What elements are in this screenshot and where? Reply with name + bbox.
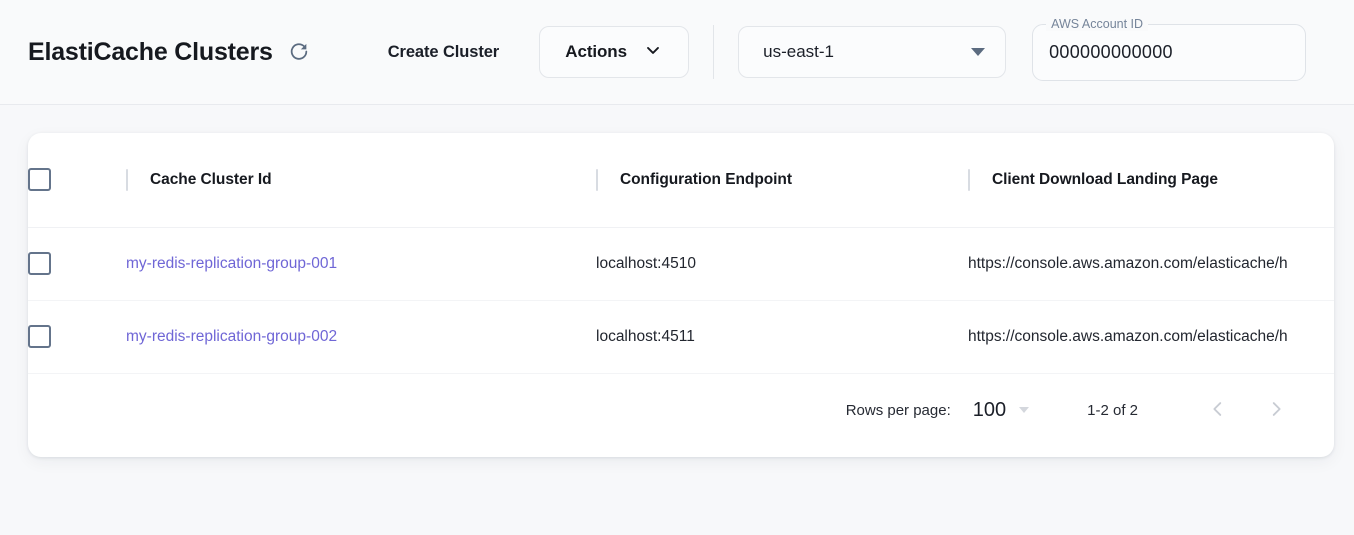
clusters-table-card: Cache Cluster Id Configuration Endpoint … <box>28 133 1334 457</box>
region-select-value: us-east-1 <box>763 42 834 61</box>
refresh-button[interactable] <box>282 35 316 69</box>
caret-down-icon <box>1019 407 1030 413</box>
table-body: my-redis-replication-group-001 localhost… <box>28 227 1334 374</box>
rows-per-page-value: 100 <box>972 398 1007 421</box>
next-page-button[interactable] <box>1254 388 1298 432</box>
toolbar-divider <box>713 25 715 79</box>
caret-down-icon <box>971 48 986 56</box>
actions-button-label: Actions <box>565 42 627 61</box>
table-header-row: Cache Cluster Id Configuration Endpoint … <box>28 133 1334 228</box>
cell-cluster-id: my-redis-replication-group-001 <box>126 227 596 301</box>
column-header-endpoint[interactable]: Configuration Endpoint <box>596 133 968 228</box>
cell-landing-page: https://console.aws.amazon.com/elasticac… <box>968 227 1334 301</box>
chevron-left-icon <box>1207 398 1229 423</box>
aws-account-id-value: 000000000000 <box>1049 41 1173 62</box>
landing-page-value: https://console.aws.amazon.com/elasticac… <box>968 327 1288 345</box>
actions-button[interactable]: Actions <box>539 26 690 78</box>
aws-account-id-field[interactable]: AWS Account ID 000000000000 <box>1032 16 1307 81</box>
table-row[interactable]: my-redis-replication-group-002 localhost… <box>28 300 1334 374</box>
cell-landing-page: https://console.aws.amazon.com/elasticac… <box>968 300 1334 374</box>
cluster-id-link[interactable]: my-redis-replication-group-001 <box>126 254 338 272</box>
table-header: Cache Cluster Id Configuration Endpoint … <box>28 133 1334 228</box>
cell-endpoint: localhost:4511 <box>596 300 968 374</box>
table-pagination: Rows per page: 100 1-2 of 2 <box>28 374 1334 447</box>
clusters-table: Cache Cluster Id Configuration Endpoint … <box>28 133 1334 374</box>
endpoint-value: localhost:4511 <box>596 327 695 345</box>
column-header-label: Configuration Endpoint <box>620 170 792 188</box>
region-select[interactable]: us-east-1 <box>738 26 1007 78</box>
endpoint-value: localhost:4510 <box>596 254 696 272</box>
aws-account-id-label: AWS Account ID <box>1046 16 1149 31</box>
column-header-cluster-id[interactable]: Cache Cluster Id <box>126 133 596 228</box>
select-all-checkbox[interactable] <box>28 168 51 192</box>
column-header-label: Client Download Landing Page <box>992 170 1218 188</box>
previous-page-button[interactable] <box>1196 388 1240 432</box>
select-all-header <box>28 133 126 228</box>
row-checkbox[interactable] <box>28 325 51 348</box>
cell-endpoint: localhost:4510 <box>596 227 968 301</box>
cell-cluster-id: my-redis-replication-group-002 <box>126 300 596 374</box>
create-cluster-button[interactable]: Create Cluster <box>382 35 505 70</box>
rows-per-page-label: Rows per page: <box>845 401 951 419</box>
refresh-icon <box>288 41 310 63</box>
page-header: ElastiCache Clusters Create Cluster Acti… <box>0 0 1354 105</box>
chevron-down-icon <box>643 40 663 65</box>
row-select-cell <box>28 300 126 374</box>
cluster-id-link[interactable]: my-redis-replication-group-002 <box>126 327 338 345</box>
table-row[interactable]: my-redis-replication-group-001 localhost… <box>28 227 1334 301</box>
row-select-cell <box>28 227 126 301</box>
column-header-landing-page[interactable]: Client Download Landing Page <box>968 133 1334 228</box>
rows-per-page-select[interactable]: 100 <box>972 398 1030 422</box>
page-title: ElastiCache Clusters <box>28 37 273 66</box>
column-separator <box>126 168 128 191</box>
landing-page-value: https://console.aws.amazon.com/elasticac… <box>968 254 1288 272</box>
pagination-range: 1-2 of 2 <box>1087 401 1138 419</box>
column-header-label: Cache Cluster Id <box>150 170 272 188</box>
column-separator <box>596 168 598 191</box>
row-checkbox[interactable] <box>28 252 51 275</box>
chevron-right-icon <box>1265 398 1287 423</box>
column-separator <box>968 168 970 191</box>
